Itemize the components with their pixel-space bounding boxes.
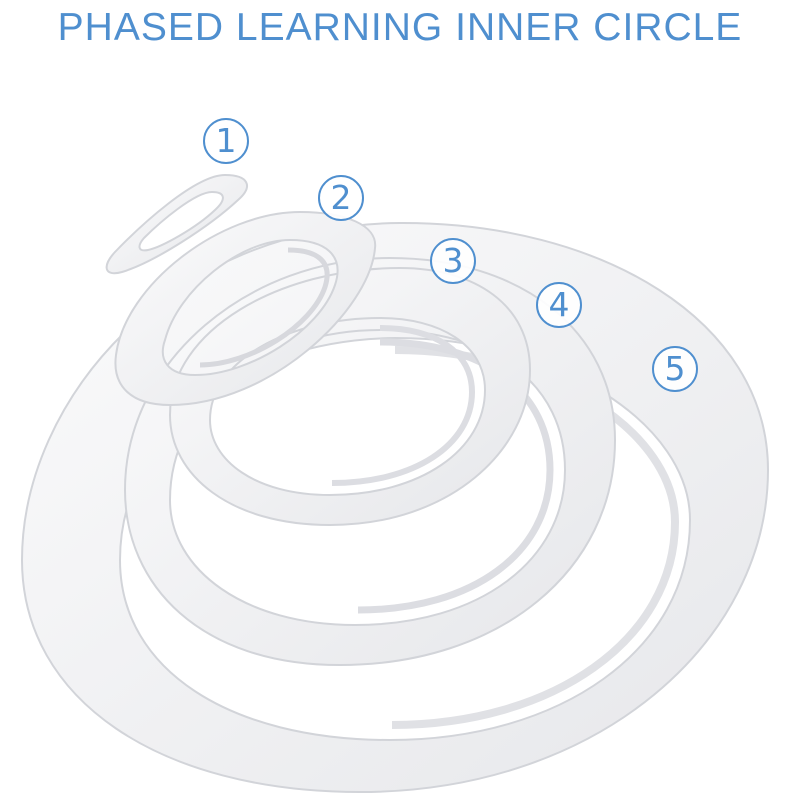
ring-3: [168, 266, 532, 527]
ring-label-1: 1: [203, 118, 249, 164]
ring-label-5: 5: [652, 346, 698, 392]
ring-label-2: 2: [318, 175, 364, 221]
ring-2: [114, 210, 377, 407]
ring-1: [105, 173, 248, 275]
ring-label-3: 3: [430, 238, 476, 284]
ring-label-4: 4: [536, 282, 582, 328]
page-title: PHASED LEARNING INNER CIRCLE: [57, 6, 743, 49]
